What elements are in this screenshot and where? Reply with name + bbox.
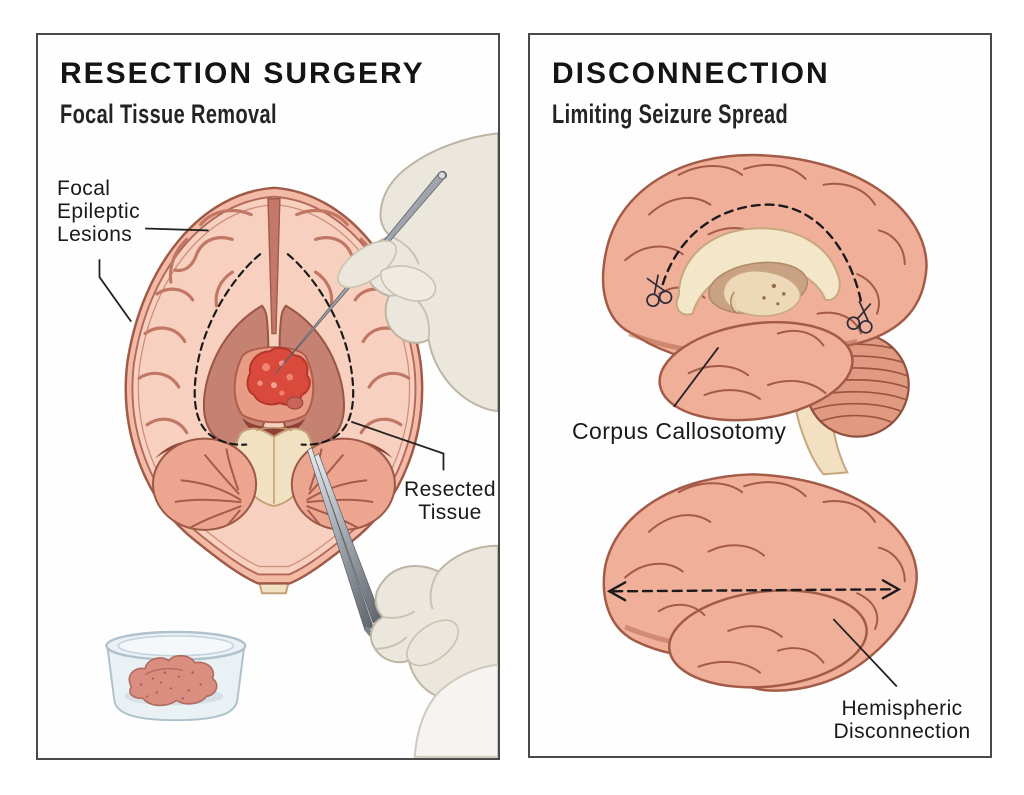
resection-outline-dashed <box>193 253 355 446</box>
central-fissure <box>267 198 281 335</box>
disconnection-brains-illustration <box>601 153 928 692</box>
focal-lesion <box>246 346 311 410</box>
leader-lines <box>98 227 445 471</box>
disconnection-dashed-arrow <box>606 579 902 602</box>
callosotomy-dashed-path <box>661 203 863 304</box>
gyri-lines <box>624 163 906 400</box>
lateral-brain <box>602 473 918 692</box>
leader-line <box>832 618 898 688</box>
label-focal-epileptic-lesions: Focal Epileptic Lesions <box>57 177 140 246</box>
axial-brain-illustration <box>98 132 498 758</box>
panel-resection-surgery: RESECTION SURGERY Focal Tissue Removal F… <box>36 33 500 760</box>
resected-tissue-specimen <box>128 654 218 707</box>
gloved-hand-forceps <box>369 544 498 758</box>
pinching-fingers <box>337 240 437 302</box>
glove-cuff <box>413 663 498 758</box>
gyri-lines <box>624 481 906 674</box>
gloved-hand-probe <box>364 132 498 412</box>
corpus-callosum <box>675 227 841 317</box>
specimen-container <box>105 630 247 722</box>
label-hemispheric-disconnection: Hemispheric Disconnection <box>833 697 971 743</box>
label-corpus-callosotomy: Corpus Callosotomy <box>572 418 787 444</box>
scissors-icon <box>846 300 873 334</box>
resection-subtitle: Focal Tissue Removal <box>60 99 277 129</box>
sagittal-brain <box>601 153 928 476</box>
scissors-icon <box>646 274 673 308</box>
leader-lines <box>673 346 898 688</box>
resection-title: RESECTION SURGERY <box>60 57 425 90</box>
leader-line <box>145 227 209 232</box>
leader-line <box>350 420 445 471</box>
disconnection-title: DISCONNECTION <box>552 57 830 90</box>
label-resected-tissue: Resected Tissue <box>404 478 496 524</box>
panel-disconnection: DISCONNECTION Limiting Seizure Spread Co… <box>528 33 992 758</box>
leader-line <box>673 346 720 408</box>
disconnection-subtitle: Limiting Seizure Spread <box>552 99 789 129</box>
leader-line <box>98 259 132 323</box>
